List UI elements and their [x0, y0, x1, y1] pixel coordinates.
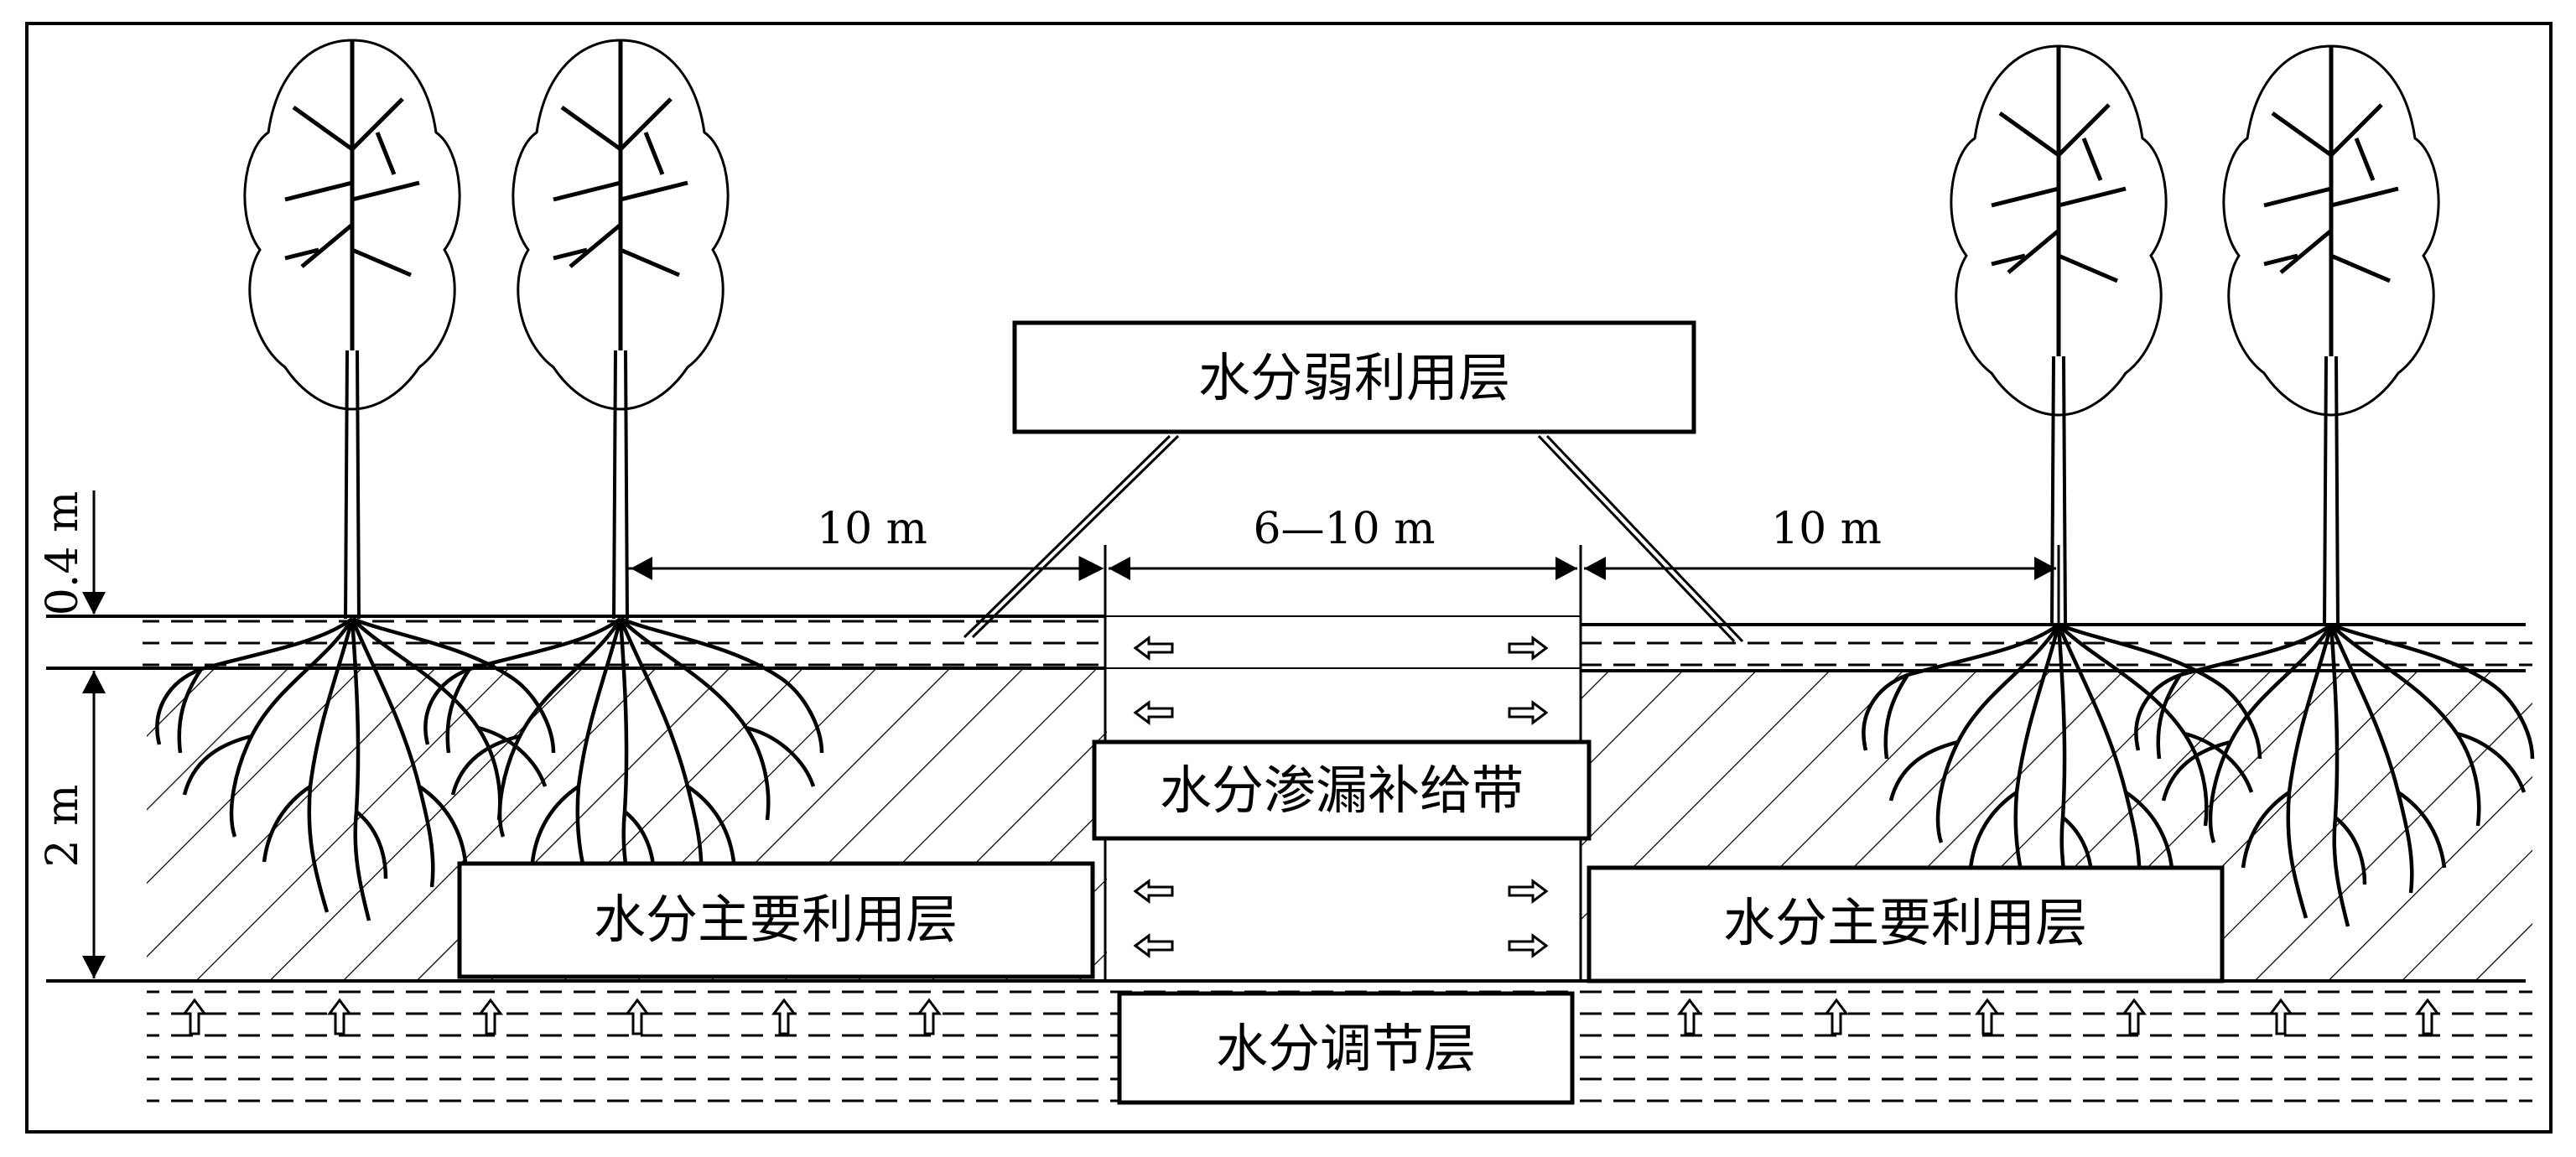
weak-layer-label: 水分弱利用层: [1198, 347, 1510, 408]
outer-frame: [25, 22, 2553, 1134]
depth-arrowhead-main-bottom: [82, 956, 106, 978]
seepage-arrow-left-4: [1134, 934, 1174, 957]
main-depth-label: 2 m: [38, 785, 88, 868]
main-layer-box-left: 水分主要利用层: [457, 861, 1095, 979]
dim-arrowhead-right-start: [1584, 557, 1606, 580]
seepage-arrow-left-1: [1134, 636, 1174, 660]
middle-spacing-label: 6—10 m: [1253, 504, 1435, 554]
main-layer-left-label: 水分主要利用层: [594, 889, 958, 950]
dim-arrowhead-left-end: [1080, 557, 1102, 580]
main-layer-box-right: 水分主要利用层: [1587, 865, 2225, 983]
dim-arrowhead-middle-end: [1555, 557, 1577, 580]
seepage-arrow-left-2: [1134, 701, 1174, 724]
seepage-arrow-left-3: [1134, 879, 1174, 903]
dim-arrowhead-middle-start: [1109, 557, 1130, 580]
seepage-arrow-right-4: [1508, 934, 1548, 957]
depth-arrowhead-top: [82, 592, 106, 615]
top-depth-label: 0.4 m: [38, 491, 88, 616]
leader-line-right: [1537, 434, 1744, 643]
left-spacing-label: 10 m: [817, 504, 927, 554]
right-spacing-label: 10 m: [1771, 504, 1882, 554]
regulation-layer-label: 水分调节层: [1216, 1018, 1476, 1079]
depth-arrowhead-main-top: [82, 671, 106, 693]
regulation-layer-box: 水分调节层: [1117, 991, 1575, 1105]
main-layer-right-label: 水分主要利用层: [1723, 892, 2087, 953]
seepage-zone-label: 水分渗漏补给带: [1160, 760, 1524, 821]
seepage-arrow-right-2: [1508, 701, 1548, 724]
weak-layer-box: 水分弱利用层: [1012, 320, 1696, 434]
dim-arrowhead-right-end: [2034, 557, 2056, 580]
seepage-arrow-right-1: [1508, 636, 1548, 660]
dim-arrowhead-left-start: [631, 557, 652, 580]
seepage-arrow-right-3: [1508, 879, 1548, 903]
seepage-zone-box: 水分渗漏补给带: [1092, 739, 1592, 841]
leader-line-left: [963, 434, 1180, 639]
